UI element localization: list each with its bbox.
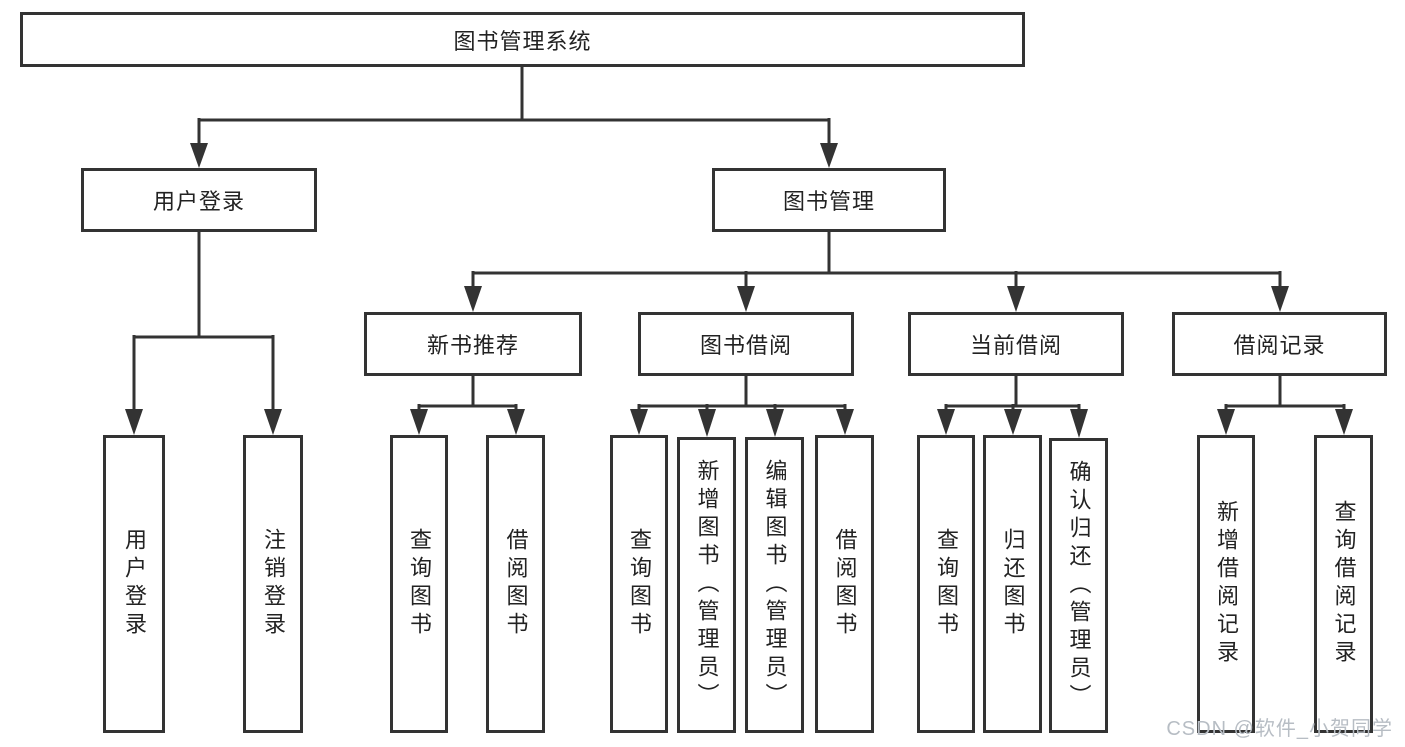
node-new-book-recommend: 新书推荐: [364, 312, 582, 376]
node-root-system: 图书管理系统: [20, 12, 1025, 67]
edge-new-book-to-leaves: [410, 376, 525, 435]
leaf-records-add-record: 新增借阅记录: [1197, 435, 1255, 733]
leaf-current-query-books: 查询图书: [917, 435, 975, 733]
leaf-borrowing-edit-books-admin: 编辑图书（管理员）: [745, 437, 804, 733]
edge-book-borrowing-to-leaves: [630, 376, 854, 437]
node-borrowing-records: 借阅记录: [1172, 312, 1387, 376]
leaf-newbook-borrow-books: 借阅图书: [486, 435, 545, 733]
edge-current-borrowing-to-leaves: [937, 376, 1088, 438]
node-user-login-module: 用户登录: [81, 168, 317, 232]
leaf-user-login: 用户登录: [103, 435, 165, 733]
leaf-user-logout: 注销登录: [243, 435, 303, 733]
csdn-watermark: CSDN @软件_小贺同学: [1166, 718, 1393, 740]
leaf-records-query-record: 查询借阅记录: [1314, 435, 1373, 733]
leaf-newbook-query-books: 查询图书: [390, 435, 448, 733]
leaf-borrowing-query-books: 查询图书: [610, 435, 668, 733]
edge-book-management-to-level3: [464, 232, 1289, 312]
leaf-borrowing-borrow-books: 借阅图书: [815, 435, 874, 733]
leaf-borrowing-add-books-admin: 新增图书（管理员）: [677, 437, 736, 733]
node-book-borrowing: 图书借阅: [638, 312, 854, 376]
node-book-management-module: 图书管理: [712, 168, 946, 232]
leaf-current-return-books: 归还图书: [983, 435, 1042, 733]
leaf-current-confirm-return-admin: 确认归还（管理员）: [1049, 438, 1108, 733]
edge-root-to-level2: [190, 67, 838, 168]
edge-user-login-to-leaves: [125, 232, 282, 435]
edge-borrowing-records-to-leaves: [1217, 376, 1353, 435]
node-current-borrowing: 当前借阅: [908, 312, 1124, 376]
